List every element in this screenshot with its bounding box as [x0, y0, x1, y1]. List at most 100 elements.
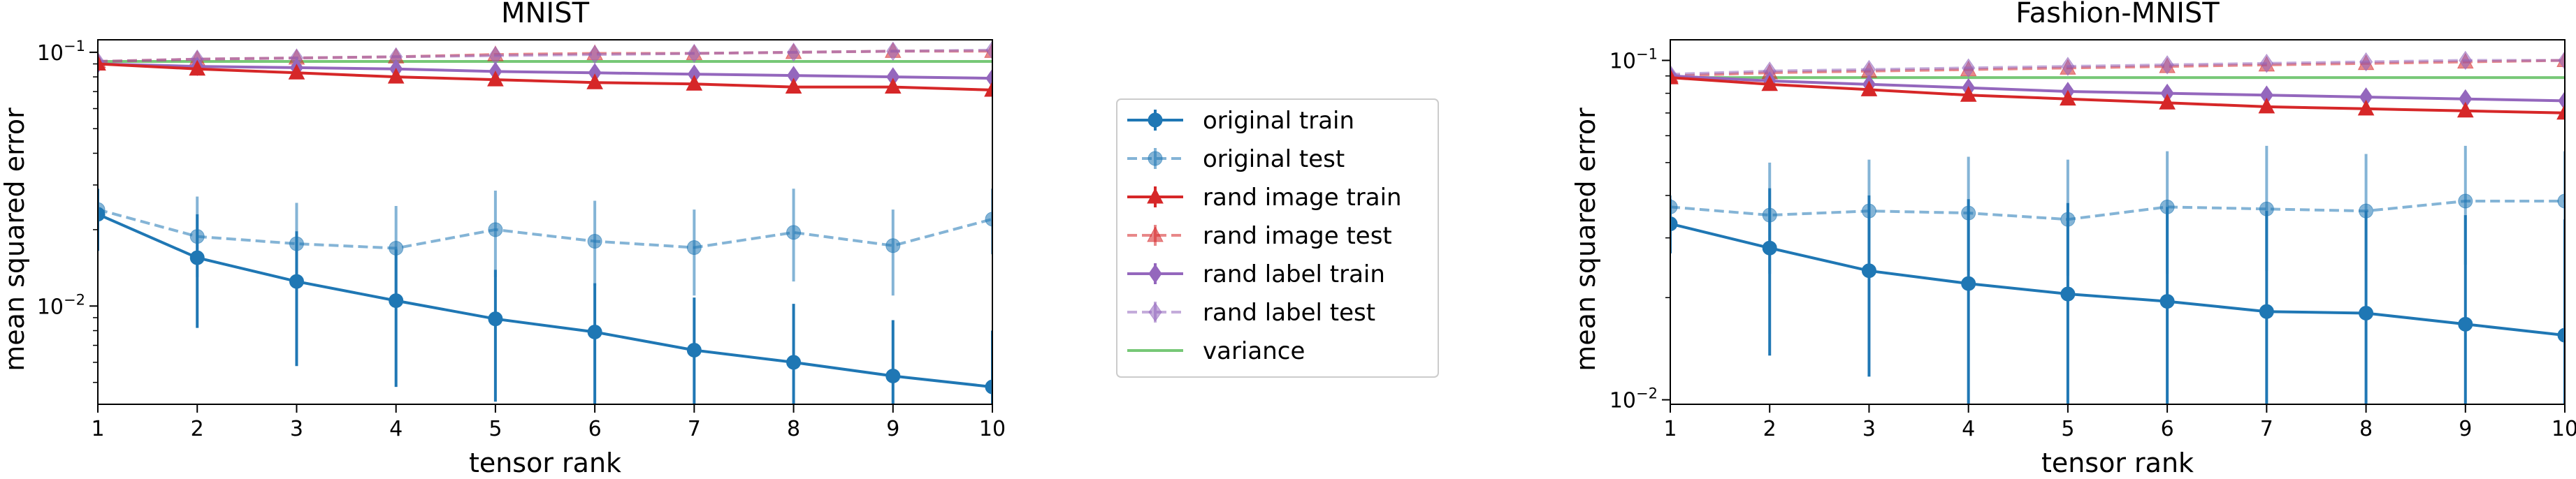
- mnist-series-original-train-point: [885, 368, 901, 383]
- mnist-series-original-test-line: [98, 208, 992, 250]
- mnist-series-rand-image-train-point: [288, 64, 305, 80]
- legend-entry-rand-image-test-label: rand image test: [1203, 222, 1392, 250]
- fashion-mnist-y-tick-label: 10−2: [1609, 385, 1658, 413]
- legend-entry-rand-label-test-label: rand label test: [1203, 299, 1375, 327]
- fashion-mnist-series-rand-image-test-line: [1670, 59, 2565, 78]
- fashion-mnist-series-original-train-point: [1861, 263, 1876, 279]
- mnist-series-rand-label-test-point: [786, 43, 801, 62]
- mnist-y-axis-label: mean squared error: [0, 108, 30, 371]
- fashion-mnist-x-tick-label: 7: [2260, 417, 2273, 441]
- mnist-series-rand-image-train-point: [686, 75, 703, 91]
- fashion-mnist-panel: Fashion-MNIST tensor rank mean squared e…: [1570, 0, 2576, 478]
- fashion-mnist-series-rand-image-train-point: [2357, 99, 2375, 116]
- mnist-series-original-train-point: [389, 293, 404, 309]
- legend-entry-rand-label-train-label: rand label train: [1203, 260, 1385, 288]
- mnist-series-rand-image-train-point: [98, 54, 106, 71]
- fashion-mnist-series-rand-image-train-point: [2456, 101, 2474, 118]
- fashion-mnist-series-group: [1670, 50, 2565, 404]
- mnist-axes-frame: [97, 39, 993, 405]
- fashion-mnist-series-original-train-point: [2557, 327, 2565, 343]
- mnist-series-original-test-point: [587, 234, 602, 249]
- fashion-mnist-y-tick-label: 10−1: [1609, 46, 1658, 74]
- fashion-mnist-chart-title: Fashion-MNIST: [2016, 0, 2220, 29]
- mnist-series-rand-image-train-point: [487, 71, 504, 87]
- mnist-series-original-test-point: [488, 222, 503, 237]
- fashion-mnist-series-original-test-point: [1670, 199, 1678, 214]
- fashion-mnist-series-rand-label-test-point: [2259, 53, 2273, 73]
- fashion-mnist-series-original-train-point: [2060, 286, 2076, 302]
- fashion-mnist-series-rand-image-train-point: [1761, 75, 1779, 91]
- fashion-mnist-series-rand-label-train-line: [1670, 74, 2565, 103]
- legend-entry-rand-image-test-marker: [1147, 226, 1164, 242]
- legend-entry-rand-image-train-label: rand image train: [1203, 184, 1402, 212]
- legend-entry-original-train-label: original train: [1203, 107, 1354, 135]
- fashion-mnist-series-original-train-line: [1670, 222, 2565, 337]
- fashion-mnist-axes-frame: [1670, 39, 2566, 405]
- fashion-mnist-x-tick-label: 5: [2061, 417, 2074, 441]
- fashion-mnist-series-rand-label-train-point: [2558, 91, 2565, 111]
- legend-entry-original-test-label: original test: [1203, 145, 1345, 173]
- mnist-series-original-train-point: [488, 311, 503, 327]
- legend-entry-rand-label-test-marker: [1148, 302, 1162, 322]
- fashion-mnist-series-original-train-point: [1670, 216, 1678, 232]
- mnist-series-rand-image-train-point: [884, 78, 902, 94]
- mnist-series-original-train-point: [289, 274, 304, 289]
- mnist-series-rand-image-train-point: [785, 78, 802, 94]
- fashion-mnist-y-axis-label: mean squared error: [1570, 108, 1601, 371]
- fashion-mnist-x-tick-label: 1: [1663, 417, 1677, 441]
- fashion-mnist-series-rand-image-train-point: [1860, 80, 1878, 96]
- mnist-series-rand-label-test-point: [886, 41, 900, 61]
- mnist-series-original-test-point: [985, 212, 992, 227]
- mnist-chart-title: MNIST: [501, 0, 590, 29]
- fashion-mnist-series-original-train-point: [1961, 276, 1976, 291]
- fashion-mnist-x-tick-label: 2: [1763, 417, 1777, 441]
- fashion-mnist-series-rand-image-train-point: [2556, 103, 2565, 120]
- fashion-mnist-series-original-train-point: [2359, 305, 2374, 320]
- fashion-mnist-series-rand-image-train-line: [1670, 76, 2565, 115]
- mnist-x-tick-label: 6: [588, 417, 602, 441]
- legend-entry-rand-image-train-marker: [1147, 187, 1164, 204]
- mnist-series-rand-label-train-line: [98, 62, 992, 80]
- mnist-series-original-train-point: [587, 324, 602, 339]
- mnist-x-tick-label: 4: [389, 417, 403, 441]
- mnist-series-original-train-point: [786, 355, 802, 370]
- mnist-y-tick-label: 10−2: [37, 291, 85, 319]
- mnist-panel: MNIST tensor rank mean squared error 10−…: [0, 0, 1006, 478]
- fashion-mnist-series-rand-label-test-point: [2558, 50, 2565, 71]
- fashion-mnist-series-original-train-point: [2458, 316, 2473, 332]
- mnist-x-axis-label: tensor rank: [469, 448, 621, 478]
- fashion-mnist-series-rand-label-test-point: [2459, 50, 2473, 71]
- mnist-x-tick-label: 3: [290, 417, 303, 441]
- legend-entry-original-test-marker: [1148, 151, 1163, 166]
- mnist-series-group: [98, 40, 992, 404]
- mnist-x-tick-label: 5: [489, 417, 502, 441]
- fashion-mnist-series-rand-label-test-point: [2160, 55, 2174, 75]
- fashion-mnist-series-rand-label-test-line: [1670, 59, 2565, 76]
- mnist-x-tick-label: 2: [191, 417, 204, 441]
- mnist-series-rand-label-train-point: [985, 68, 992, 88]
- fashion-mnist-x-axis-label: tensor rank: [2041, 448, 2194, 478]
- mnist-series-original-train-point: [686, 342, 702, 358]
- fashion-mnist-x-tick-label: 4: [1962, 417, 1975, 441]
- mnist-x-tick-label: 9: [886, 417, 899, 441]
- mnist-series-original-train-line: [98, 212, 992, 389]
- mnist-series-rand-label-test-point: [687, 43, 701, 64]
- mnist-series-original-train-point: [98, 207, 106, 222]
- mnist-series-rand-image-train-point: [387, 68, 405, 84]
- legend: original train original test rand image tr…: [1116, 98, 1439, 378]
- mnist-x-tick-label: 7: [688, 417, 701, 441]
- fashion-mnist-series-original-test-line: [1670, 200, 2565, 221]
- legend-box: [1116, 98, 1439, 378]
- fashion-mnist-series-rand-image-train-point: [2159, 94, 2176, 110]
- mnist-series-original-test-point: [686, 240, 702, 256]
- fashion-mnist-series-rand-label-test-point: [2359, 52, 2373, 72]
- fashion-mnist-x-tick-label: 10: [2552, 417, 2576, 441]
- mnist-series-rand-image-train-point: [586, 73, 603, 89]
- mnist-series-rand-image-train-line: [98, 62, 992, 91]
- mnist-x-tick-label: 10: [979, 417, 1006, 441]
- fashion-mnist-x-tick-label: 3: [1862, 417, 1876, 441]
- mnist-series-original-test-point: [786, 225, 802, 240]
- mnist-series-rand-image-train-point: [189, 59, 206, 76]
- fashion-mnist-series-original-train-point: [1762, 240, 1777, 256]
